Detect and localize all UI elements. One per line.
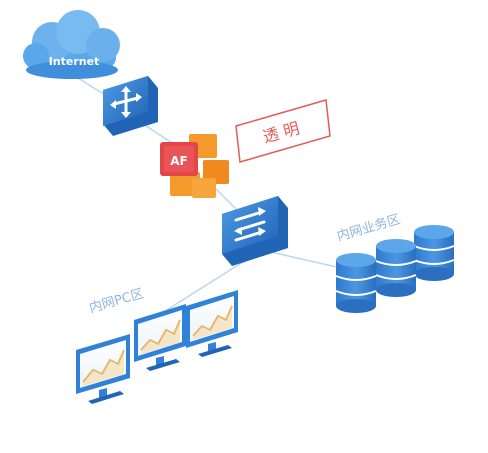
server-zone xyxy=(335,225,455,313)
core-switch xyxy=(222,196,288,266)
monitor-icon xyxy=(76,334,130,404)
pc-zone-label: 内网PC区 xyxy=(87,286,145,317)
monitor-icon xyxy=(186,290,238,357)
switch-icon xyxy=(234,207,266,242)
af-firewall-icon xyxy=(160,134,229,198)
pc-zone xyxy=(76,290,238,404)
database-icon xyxy=(335,225,455,313)
internet-label: Internet xyxy=(49,55,100,68)
af-firewall: AF xyxy=(160,134,229,198)
transparent-mode-badge: 透 明 xyxy=(235,99,331,163)
monitor-icon xyxy=(134,304,186,371)
router-icon xyxy=(110,86,142,118)
af-label: AF xyxy=(170,154,187,168)
internet-cloud: Internet xyxy=(23,10,120,79)
cloud-icon xyxy=(23,10,120,79)
router-device xyxy=(103,76,158,136)
